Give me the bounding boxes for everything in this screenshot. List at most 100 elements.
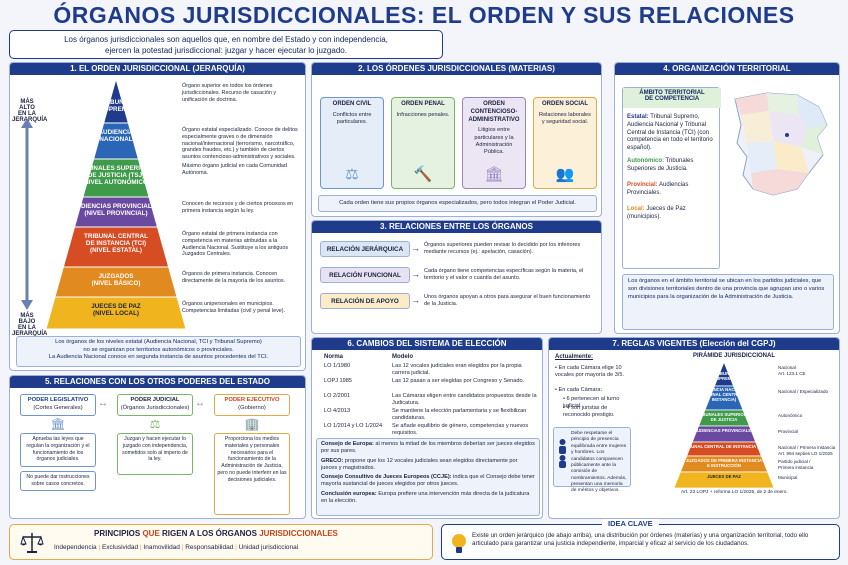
pyramid-side-label: Nacional Art. 123.1 CE xyxy=(778,365,806,376)
power-name: PODER EJECUTIVO xyxy=(224,397,280,403)
order-card: ORDEN CONTENCIOSO-ADMINISTRATIVO Litigios… xyxy=(462,97,526,189)
election-law: LO 2/2001 xyxy=(324,393,351,399)
power-sub: (Cortes Generales) xyxy=(33,405,83,412)
rule-text: 6 pertenecen al turno judicial. xyxy=(563,396,620,410)
bullet-icon: • xyxy=(555,365,559,371)
order-name: ORDEN PENAL xyxy=(401,101,445,107)
election-law: LO 1/1980 xyxy=(324,363,351,369)
hierarchy-triangle xyxy=(46,79,186,329)
arrow-icon: ↔ xyxy=(98,398,108,409)
arrow-icon: → xyxy=(411,295,420,305)
hierarchy-description: Órgano estatal especializado. Conoce de … xyxy=(182,127,298,160)
territory-key: Local: xyxy=(627,206,645,212)
election-model: Las Cámaras eligen entre candidatos prop… xyxy=(392,393,537,406)
election-law: LO 1/2014 y LO 1/2024 xyxy=(324,423,383,429)
bullet-icon: • xyxy=(563,405,567,411)
key-idea-box: IDEA CLAVE Existe un orden jerárquico (d… xyxy=(441,519,840,560)
hierarchy-description: Órganos unipersonales en municipios. Com… xyxy=(182,301,286,314)
order-name: ORDEN CIVIL xyxy=(332,101,372,107)
section-1-title: 1. EL ORDEN JURISDICCIONAL (JERARQUÍA) xyxy=(10,63,305,75)
power-desc-text: Aprueba las leyes que regulan la organiz… xyxy=(26,436,90,463)
territory-box: ÁMBITO TERRITORIAL DE COMPETENCIA Estata… xyxy=(622,87,721,269)
hierarchy-note-1: Los órganos de los niveles estatal (Audi… xyxy=(55,339,262,345)
order-name: ORDEN CONTENCIOSO-ADMINISTRATIVO xyxy=(468,101,520,123)
section-7-title: 7. REGLAS VIGENTES (Elección del CGPJ) xyxy=(549,338,839,350)
pyramid-layer-label: TRIBUNAL CENTRAL DE INSTANCIA (TCI) xyxy=(681,444,767,449)
hierarchy-descriptions: Órgano superior en todos los órdenes jur… xyxy=(10,79,305,329)
power-desc-text: Proporciona los medios materiales y pers… xyxy=(217,436,287,483)
section-territorial: 4. ORGANIZACIÓN TERRITORIAL ÁMBITO TERRI… xyxy=(614,62,840,334)
power-header: PODER EJECUTIVO (Gobierno) xyxy=(214,394,290,416)
pyramid-side-label: Partido judicial / Primera instancia xyxy=(778,459,814,470)
section-orders: 2. LOS ÓRDENES JURISDICCIONALES (MATERIA… xyxy=(311,62,602,217)
rule-bullet: • En cada Cámara elige 10 vocales por ma… xyxy=(555,365,633,380)
hierarchy-layer-label: AUDIENCIAS PROVINCIALES (NIVEL PROVINCIA… xyxy=(71,203,161,218)
principle-item: Responsabilidad xyxy=(185,544,234,551)
pyramid-side-label: Nacional / Primera instancia Art. 994 se… xyxy=(778,445,836,456)
relation-label: RELACIÓN JERÁRQUICA xyxy=(320,241,410,257)
rule-text: En cada Cámara elige 10 vocales por mayo… xyxy=(555,365,625,379)
note-key: Consejo de Europa: xyxy=(321,441,374,447)
european-note: GRECO: propone que los 12 vocales judici… xyxy=(321,458,535,473)
election-model: Se mantiene la elección parlamentaria y … xyxy=(392,408,527,421)
power-desc: Proporciona los medios materiales y pers… xyxy=(214,433,290,515)
principles-title-a: PRINCIPIOS xyxy=(94,529,143,538)
pyramid-layer-label: AUDIENCIA NACIONAL (TRIBUNAL CENTRAL DE … xyxy=(697,387,751,402)
european-note: Conclusión europea: Europa prefiere una … xyxy=(321,491,535,506)
section-4-title: 4. ORGANIZACIÓN TERRITORIAL xyxy=(615,63,839,75)
actual-label: Actualmente: xyxy=(555,354,594,360)
building-icon: 🏛 xyxy=(484,165,504,183)
power-header: PODER LEGISLATIVO (Cortes Generales) xyxy=(20,394,96,416)
hierarchy-note-3: La Audiencia Nacional conoce en segunda … xyxy=(48,354,269,361)
hierarchy-layer xyxy=(46,296,186,329)
power-extra: No puede dar instrucciones sobre casos c… xyxy=(20,471,96,491)
territory-note-box: Los órganos en el ámbito territorial se … xyxy=(622,274,834,330)
scales-icon: ⚖ xyxy=(345,165,359,183)
power-sub: (Gobierno) xyxy=(238,405,266,412)
territory-key: Estatal: xyxy=(627,114,649,120)
pyramid-side-label: Municipal xyxy=(778,475,798,480)
order-desc: Litigios entre particulares y la Adminis… xyxy=(474,127,514,156)
pyramid-side-label: Nacional / Especializado xyxy=(778,389,829,394)
power-sub: (Órganos Jurisdiccionales) xyxy=(120,405,190,412)
top-label: MÁS ALTO EN LA JERARQUÍA xyxy=(12,99,48,123)
separator: | xyxy=(138,544,144,551)
territory-line: Provincial: Audiencias Provinciales. xyxy=(627,182,719,198)
territory-value: Tribunales Superiores de Justicia. xyxy=(627,158,694,172)
note-key: Conclusión europea: xyxy=(321,490,377,497)
relation-label: RELACIÓN DE APOYO xyxy=(320,293,410,309)
note-value: propone que los 12 vocales judiciales se… xyxy=(321,457,518,471)
power-name: PODER LEGISLATIVO xyxy=(27,397,89,403)
territory-key: Provincial: xyxy=(627,182,658,188)
hierarchy-layer-label: JUZGADOS (NIVEL BÁSICO) xyxy=(91,273,141,288)
principles-title-c: RIGEN A LOS ÓRGANOS xyxy=(159,529,260,538)
pyramid-footnote: Art. 23 LOPJ + reforma LO 1/2025, de 2 d… xyxy=(681,490,788,495)
pyramid-layer-label: JUECES DE PAZ xyxy=(707,474,741,479)
parity-box: Debe respetarse el principio de presenci… xyxy=(553,427,631,493)
election-model: Las 12 pasan a ser elegidas por Congreso… xyxy=(392,378,525,384)
hierarchy-description: Órgano superior en todos los órdenes jur… xyxy=(182,83,277,103)
principles-box: PRINCIPIOS QUE RIGEN A LOS ÓRGANOS JURIS… xyxy=(9,524,433,560)
key-idea-text: Existe un orden jerárquico (de abajo arr… xyxy=(472,532,809,548)
key-idea-title: IDEA CLAVE xyxy=(602,519,659,528)
territory-note-text: Los órganos en el ámbito territorial se … xyxy=(628,278,825,300)
note-key: Consejo Consultivo de Jueces Europeos (C… xyxy=(321,474,452,481)
european-note: Consejo de Europa: al menos la mitad de … xyxy=(321,441,535,456)
parity-text: Debe respetarse el principio de presenci… xyxy=(571,431,627,494)
pyramid-layer-label: AUDIENCIAS PROVINCIALES xyxy=(693,428,755,433)
principle-item: Inamovilidad xyxy=(143,544,180,551)
scales-icon xyxy=(20,533,44,553)
jurisdictional-pyramid xyxy=(674,362,774,488)
european-note: Consejo Consultivo de Jueces Europeos (C… xyxy=(321,474,535,489)
separator: | xyxy=(96,544,102,551)
note-value: indica que el Consejo debe tener mayoría… xyxy=(321,474,535,488)
section-current-rules: 7. REGLAS VIGENTES (Elección del CGPJ) A… xyxy=(548,337,840,519)
hierarchy-layer-label: TRIBUNALES SUPERIORES DE JUSTICIA (TSJ) … xyxy=(74,165,158,187)
intro-line-2: ejercen la potestad jurisdiccional: juzg… xyxy=(105,45,347,55)
european-notes: Consejo de Europa: al menos la mitad de … xyxy=(316,438,540,516)
territory-key: Autonómico: xyxy=(627,158,664,164)
scales-icon: ⚖ xyxy=(149,417,161,431)
section-relations: 3. RELACIONES ENTRE LOS ÓRGANOS RELACIÓN… xyxy=(311,220,602,334)
